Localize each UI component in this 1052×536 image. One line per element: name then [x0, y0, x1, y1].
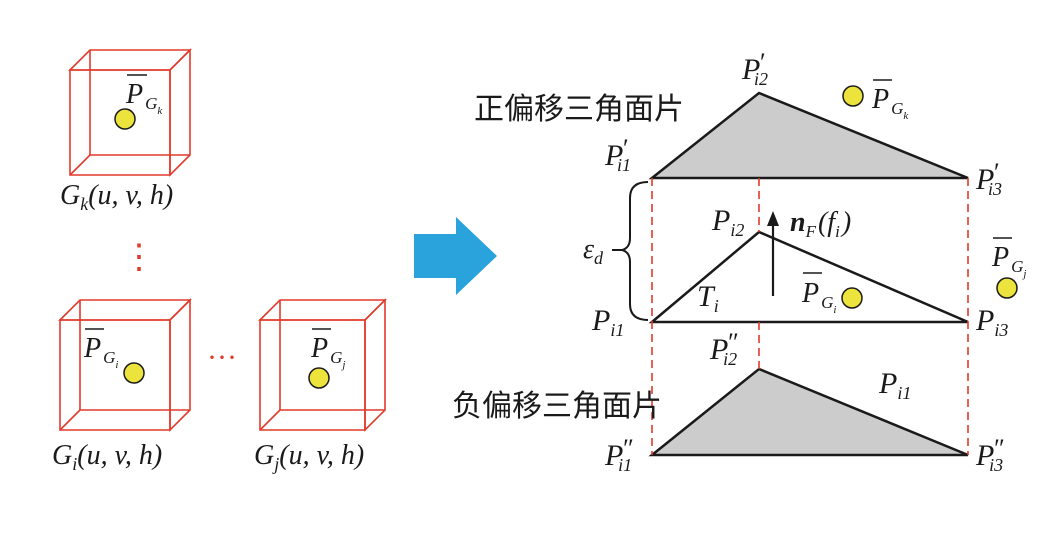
- epsilon-brace: [621, 181, 649, 321]
- point-gi-right: [841, 287, 863, 309]
- label-epsilon: εd: [583, 234, 604, 268]
- vertical-ellipsis: ⋮: [122, 239, 156, 276]
- label-pi1-dprime: P″i1: [604, 434, 633, 475]
- original-triangle: [648, 230, 969, 324]
- label-pi2-prime: P′i2: [741, 48, 768, 89]
- cube-gj: [258, 298, 387, 432]
- positive-offset-title: 正偏移三角面片: [474, 92, 684, 127]
- label-ti: Ti: [697, 280, 719, 316]
- label-pi1-prime: P′i1: [604, 134, 631, 175]
- point-gk-left: [114, 108, 136, 130]
- horizontal-ellipsis: ···: [207, 341, 237, 374]
- point-gk-right: [842, 85, 864, 107]
- label-pi1: Pi1: [591, 304, 624, 340]
- label-pi2-dprime: P″i2: [709, 328, 738, 369]
- point-gi-left: [123, 362, 145, 384]
- point-gj-right: [996, 277, 1018, 299]
- label-pi3-dprime: P″i3: [975, 434, 1004, 475]
- dashed-guides: [651, 178, 969, 455]
- label-pi2: Pi2: [711, 204, 744, 240]
- label-gk: Gk(u, v, h): [60, 180, 173, 214]
- label-normal: nF(fi): [790, 207, 851, 241]
- negative-offset-triangle: [648, 367, 969, 457]
- negative-offset-title: 负偏移三角面片: [452, 389, 662, 424]
- point-gj-left: [308, 367, 330, 389]
- right-arrow-icon: [414, 217, 497, 295]
- label-pi3-prime: P′i3: [975, 158, 1002, 199]
- label-gi: Gi(u, v, h): [52, 440, 162, 474]
- normal-arrowhead: [767, 211, 779, 226]
- cube-gi: [58, 298, 192, 432]
- positive-offset-triangle: [648, 91, 969, 180]
- label-pi3: Pi3: [975, 304, 1008, 340]
- label-gj: Gj(u, v, h): [254, 440, 364, 474]
- cube-gk: [68, 48, 192, 177]
- label-pi1-bottom-stray: Pi1: [878, 367, 911, 403]
